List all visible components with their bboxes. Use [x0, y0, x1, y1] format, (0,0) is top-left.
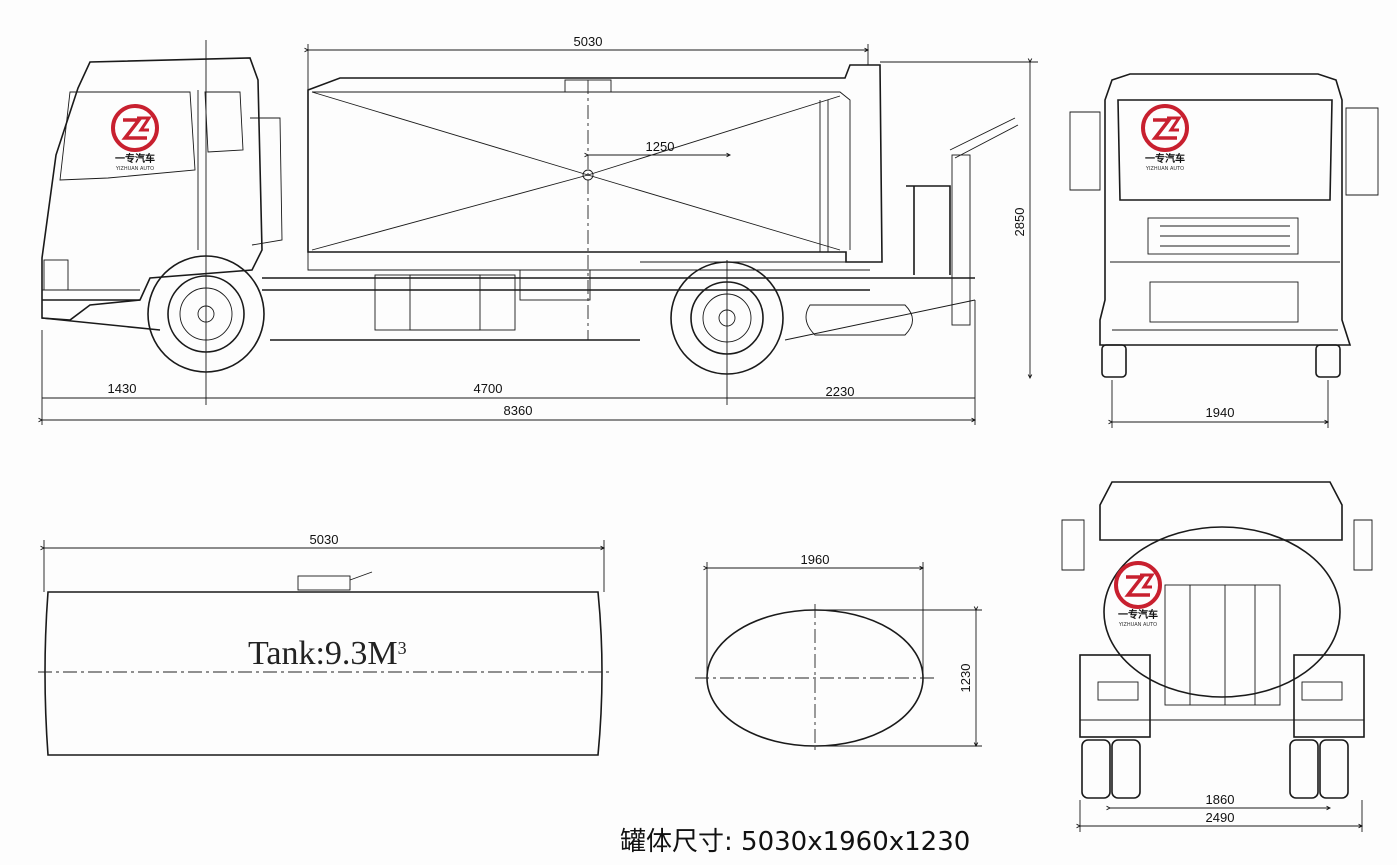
tank-plan-view: [38, 540, 612, 756]
tank-capacity-label: Tank:9.3M3: [248, 635, 407, 672]
dim-tank-length: 5030: [310, 532, 339, 547]
logo-text-en-front: YIZHUAN AUTO: [1145, 166, 1184, 172]
dim-rear-track: 1860: [1206, 792, 1235, 807]
dim-overall-length: 8360: [504, 403, 533, 418]
logo-text-en-rear: YIZHUAN AUTO: [1118, 622, 1157, 628]
front-view: [1069, 73, 1379, 428]
logo-mark-front: [1141, 104, 1189, 152]
tank-size-caption: 罐体尺寸: 5030x1960x1230: [620, 827, 970, 857]
dim-rear-width: 2490: [1206, 810, 1235, 825]
dim-wheelbase: 4700: [474, 381, 503, 396]
tank-cross-section: [695, 562, 982, 754]
logo-text-cn: 一专汽车: [115, 152, 155, 165]
logo-text-cn-front: 一专汽车: [1145, 152, 1185, 165]
dim-front-width: 1940: [1206, 405, 1235, 420]
dim-tank-height: 1230: [958, 664, 973, 693]
dim-side-tank-length: 5030: [574, 34, 603, 49]
dim-tank-width: 1960: [801, 552, 830, 567]
dim-manhole-spacing: 1250: [646, 139, 675, 154]
logo-mark-rear: [1114, 561, 1162, 609]
side-view: [42, 40, 1038, 425]
logo-mark: [111, 104, 159, 152]
logo-text-cn-rear: 一专汽车: [1118, 608, 1158, 621]
rear-view: [1061, 481, 1373, 832]
dim-rear-overhang: 2230: [826, 384, 855, 399]
dim-front-overhang: 1430: [108, 381, 137, 396]
logo-text-en: YIZHUAN AUTO: [115, 166, 154, 172]
dim-overall-height: 2850: [1012, 208, 1027, 237]
